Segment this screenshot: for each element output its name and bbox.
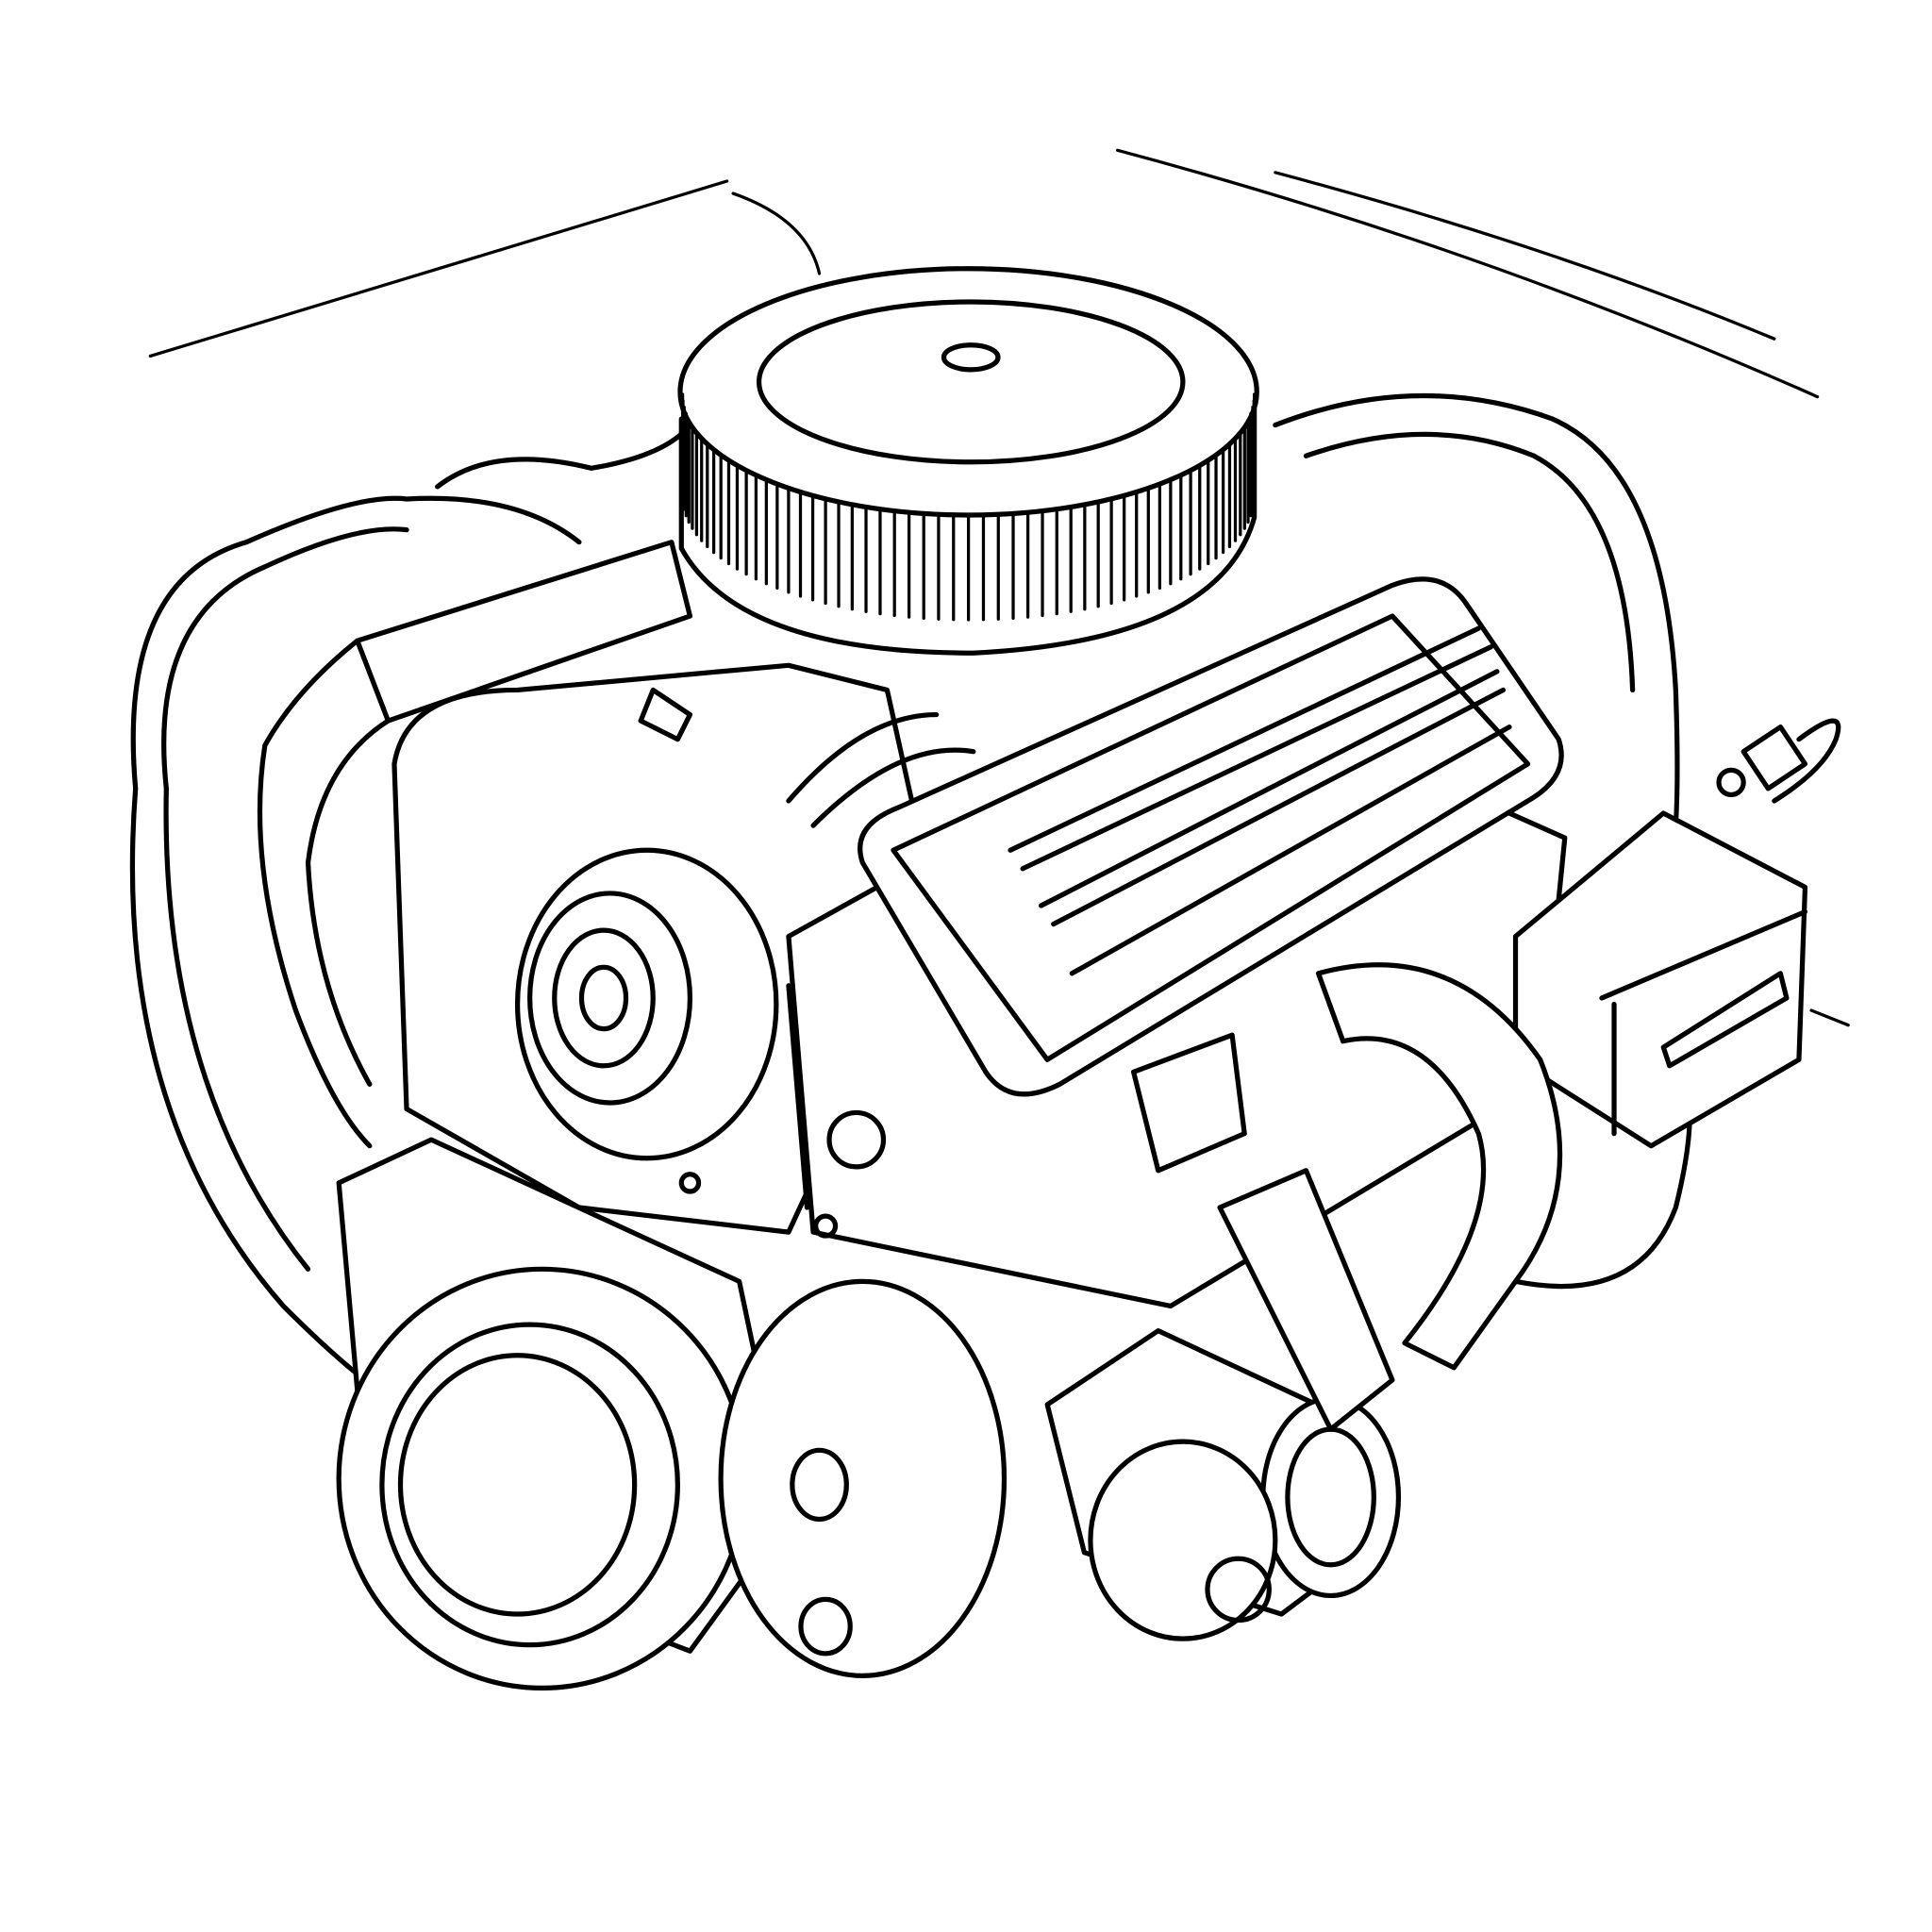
air-cleaner xyxy=(677,266,1259,656)
water-pump-pulley xyxy=(718,1278,1008,1678)
power-steering-pump xyxy=(1044,1168,1402,1641)
fittings xyxy=(638,687,976,1239)
exhaust-pipe xyxy=(1131,962,1563,1371)
valve-cover xyxy=(858,576,1564,1097)
alternator xyxy=(514,847,779,1161)
air-filter-ribs xyxy=(680,392,1257,622)
engine-bay-outline xyxy=(148,148,1850,1027)
wiring-harness xyxy=(129,423,693,1395)
